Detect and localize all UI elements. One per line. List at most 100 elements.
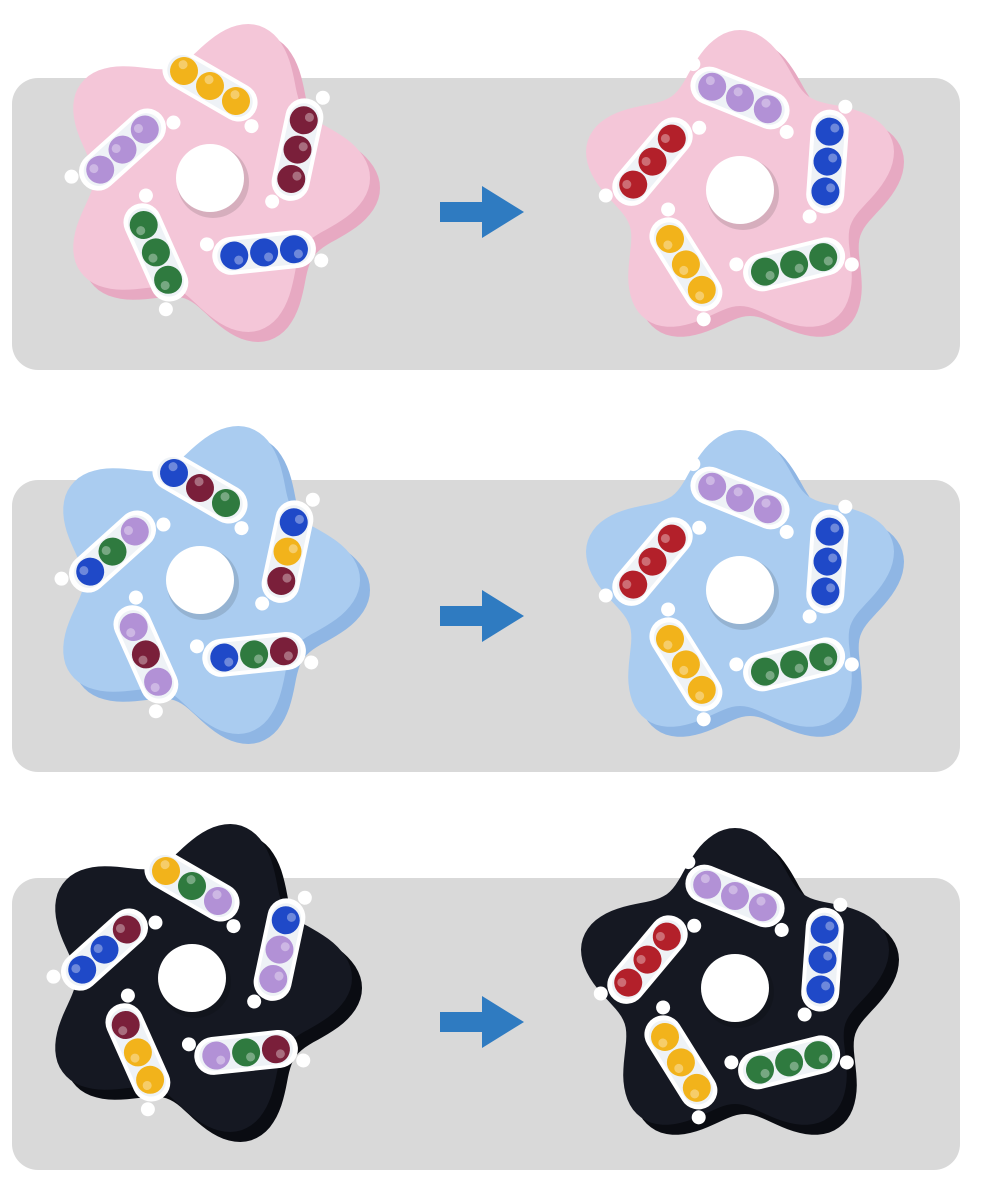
bead-highlight xyxy=(148,253,158,263)
tray-ear xyxy=(779,524,794,539)
bead xyxy=(261,1035,290,1064)
tray-ear xyxy=(681,855,696,870)
tray-ear xyxy=(148,915,163,930)
bead-highlight xyxy=(830,123,840,133)
bead-tray xyxy=(644,1000,718,1125)
bead-highlight xyxy=(765,271,775,281)
tray-ear xyxy=(598,188,613,203)
bead xyxy=(808,945,837,974)
tray-ear xyxy=(692,120,707,135)
bead-highlight xyxy=(138,655,148,665)
tray-ear xyxy=(265,194,280,209)
bead-highlight xyxy=(168,462,178,472)
bead xyxy=(813,547,842,576)
bead-highlight xyxy=(288,544,298,554)
tray-ear xyxy=(151,440,166,455)
bead xyxy=(657,524,686,553)
center-button xyxy=(158,944,226,1012)
bead-tray xyxy=(593,915,702,1004)
bead xyxy=(279,508,308,537)
bead-tray xyxy=(797,897,848,1022)
bead-tray xyxy=(199,229,329,275)
bead xyxy=(809,243,838,272)
bead xyxy=(279,235,308,264)
arrow-right-icon xyxy=(440,590,524,642)
bead xyxy=(123,1038,152,1067)
bead-highlight xyxy=(194,477,204,487)
bead xyxy=(671,650,700,679)
bead-tray xyxy=(649,202,723,327)
bead-highlight xyxy=(765,671,775,681)
bead-tray xyxy=(686,57,794,139)
bead xyxy=(813,147,842,176)
bead-tray xyxy=(46,908,163,991)
tray-ear xyxy=(844,257,859,272)
bead xyxy=(144,667,173,696)
bead xyxy=(633,945,662,974)
bead-tray xyxy=(113,590,179,719)
bead xyxy=(120,517,149,546)
bead xyxy=(221,87,250,115)
bead-highlight xyxy=(220,492,230,502)
center-button xyxy=(176,144,244,212)
bead-tray xyxy=(802,499,853,624)
bead xyxy=(682,1073,711,1102)
bead-tray xyxy=(686,457,794,539)
tray-ear xyxy=(598,588,613,603)
tray-ear xyxy=(255,596,270,611)
bead-highlight xyxy=(695,291,705,301)
tray-ear xyxy=(64,169,79,184)
tray-ear xyxy=(844,657,859,672)
bead-highlight xyxy=(123,525,133,535)
bead-highlight xyxy=(756,896,766,906)
bead-highlight xyxy=(274,971,284,981)
bead-highlight xyxy=(286,912,296,922)
tray-ear xyxy=(314,253,329,268)
bead xyxy=(136,1065,165,1094)
center-button xyxy=(166,546,234,614)
bead-highlight xyxy=(186,875,196,885)
center-button xyxy=(701,954,769,1022)
bead-highlight xyxy=(761,498,771,508)
bead xyxy=(202,1041,231,1070)
tray-ear xyxy=(315,90,330,105)
bead-highlight xyxy=(280,942,290,952)
bead xyxy=(687,275,716,304)
bead-highlight xyxy=(655,931,665,941)
bead-highlight xyxy=(264,252,274,262)
bead-tray xyxy=(649,602,723,727)
bead xyxy=(141,238,170,267)
bead-highlight xyxy=(705,476,715,486)
bead-highlight xyxy=(733,87,743,97)
bead-highlight xyxy=(660,533,670,543)
bead-highlight xyxy=(641,556,651,566)
black-spinner-scrambled xyxy=(22,808,363,1148)
bead-tray xyxy=(123,188,189,317)
bead-highlight xyxy=(700,874,710,884)
bead-highlight xyxy=(234,255,244,265)
tray-ear xyxy=(296,1053,311,1068)
bead-highlight xyxy=(204,75,214,85)
tray-ear xyxy=(686,457,701,472)
bead-highlight xyxy=(79,566,89,576)
bead xyxy=(111,1010,140,1039)
bead xyxy=(656,624,685,653)
tray-ear xyxy=(166,115,181,130)
bead xyxy=(804,1041,833,1070)
tray-ear xyxy=(833,897,848,912)
bead-highlight xyxy=(830,523,840,533)
bead-tray xyxy=(161,38,259,134)
tray-ear xyxy=(774,922,789,937)
bead xyxy=(108,135,137,164)
bead xyxy=(196,72,224,100)
bead xyxy=(211,489,240,517)
bead xyxy=(203,887,232,915)
bead xyxy=(76,557,105,586)
bead-highlight xyxy=(825,921,835,931)
bead-highlight xyxy=(794,263,804,273)
bead xyxy=(687,675,716,704)
bead-highlight xyxy=(821,981,831,991)
bead-tray xyxy=(143,838,241,934)
bead-highlight xyxy=(294,514,304,524)
bead xyxy=(753,495,782,524)
